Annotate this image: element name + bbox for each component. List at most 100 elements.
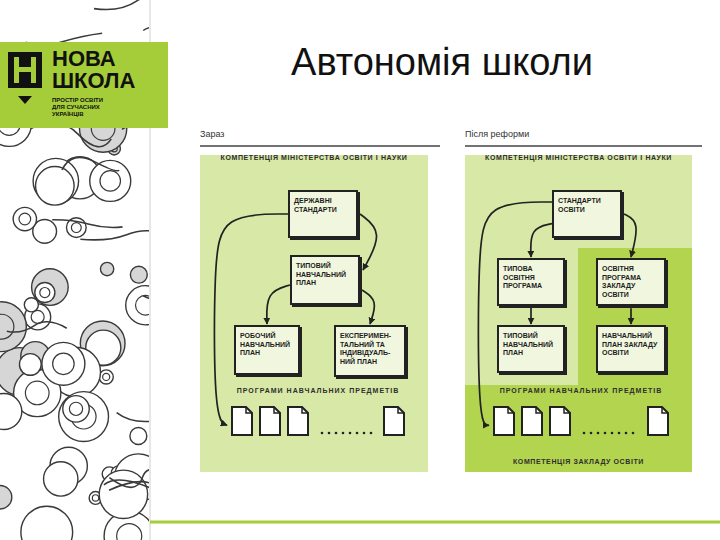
ellipsis-dot <box>349 432 352 435</box>
competence-label: КОМПЕТЕНЦІЯ ЗАКЛАДУ ОСВІТИ <box>513 458 644 465</box>
document-box: ТИПОВИЙ НАВЧАЛЬНИЙ ПЛАН <box>497 325 565 373</box>
ellipsis-dot <box>604 432 607 435</box>
footer-line <box>150 521 720 524</box>
box-label: ЕКСПЕРИМЕН-ТАЛЬНИЙ ТА ІНДИВІДУАЛЬ-НИЙ ПЛ… <box>340 332 400 366</box>
doodle-circle <box>0 393 22 429</box>
box-label: РОБОЧИЙ НАВЧАЛЬНИЙ ПЛАН <box>240 332 294 358</box>
document-icon <box>494 407 514 435</box>
ellipsis-dot <box>321 432 324 435</box>
ellipsis-dot <box>335 432 338 435</box>
document-box: ДЕРЖАВНІ СТАНДАРТИ <box>288 190 358 238</box>
doodle-circle <box>100 171 121 192</box>
doodle-circle <box>13 207 36 230</box>
flow-arrow <box>531 224 552 257</box>
flow-arrow <box>362 290 374 324</box>
doodle-circle <box>25 381 49 405</box>
document-box: РОБОЧИЙ НАВЧАЛЬНИЙ ПЛАН <box>234 325 300 375</box>
flow-arrow <box>530 308 532 324</box>
doodle-circle <box>59 392 109 442</box>
doodle-circle <box>35 282 55 302</box>
doodle-circle <box>44 462 78 496</box>
document-icons <box>228 385 408 447</box>
competence-label: КОМПЕТЕНЦІЯ МІНІСТЕРСТВА ОСВІТИ І НАУКИ <box>465 154 692 161</box>
doodle-illustration <box>0 0 149 540</box>
doodle-curve <box>117 413 149 422</box>
panel-heading: Після реформи <box>465 128 692 140</box>
ellipsis-dot <box>611 432 614 435</box>
document-icon <box>232 407 252 435</box>
doodle-circle <box>0 302 26 352</box>
document-box: ТИПОВА ОСВІТНЯ ПРОГРАМА <box>497 258 565 306</box>
doodle-circle <box>21 506 73 540</box>
ellipsis-dot <box>597 432 600 435</box>
doodle-curve <box>52 220 122 228</box>
doodle-circle <box>103 373 110 380</box>
document-icon <box>522 407 542 435</box>
competence-label: КОМПЕТЕНЦІЯ МІНІСТЕРСТВА ОСВІТИ І НАУКИ <box>200 154 428 161</box>
doodle-circle <box>69 402 82 415</box>
document-icon <box>384 407 404 435</box>
logo-mark <box>0 42 50 128</box>
ellipsis-dot <box>370 432 373 435</box>
flow-arrow <box>624 214 636 257</box>
document-box: НАВЧАЛЬНИЙ ПЛАН ЗАКЛАДУ ОСВІТИ <box>596 325 666 373</box>
doodle-circle <box>126 286 149 325</box>
ellipsis-dot <box>583 432 586 435</box>
doodle-circle <box>92 495 98 501</box>
doodle-curve <box>109 482 149 493</box>
doodle-circle <box>71 223 81 233</box>
flow-arrow <box>630 308 632 324</box>
document-icon <box>550 407 570 435</box>
ellipsis-dot <box>632 432 635 435</box>
subject-programs: ПРОГРАМИ НАВЧАЛЬНИХ ПРЕДМЕТІВ <box>490 385 672 447</box>
doodle-circle <box>19 354 41 376</box>
flow-arrow <box>267 285 290 324</box>
document-icon <box>260 407 280 435</box>
programs-label: ПРОГРАМИ НАВЧАЛЬНИХ ПРЕДМЕТІВ <box>228 387 408 394</box>
flow-arrow <box>214 214 288 425</box>
logo-badge: НОВА ШКОЛА ПРОСТІР ОСВІТИ ДЛЯ СУЧАСНИХ УК… <box>0 42 168 128</box>
logo-tagline: ПРОСТІР ОСВІТИ ДЛЯ СУЧАСНИХ УКРАЇНЦІВ <box>52 97 116 118</box>
region-fill <box>465 248 692 472</box>
doodle-circle <box>117 524 142 540</box>
flow-arrow <box>360 214 377 270</box>
doodle-circle <box>90 160 131 201</box>
ellipsis-dot <box>618 432 621 435</box>
ellipsis-dot <box>363 432 366 435</box>
document-box: ТИПОВИЙ НАВЧАЛЬНИЙ ПЛАН <box>290 255 360 305</box>
logo-name: НОВА ШКОЛА <box>52 48 164 92</box>
document-icon <box>648 407 668 435</box>
doodle-circle <box>99 470 147 518</box>
doodle-circle <box>24 298 38 312</box>
doodle-circle <box>130 428 147 445</box>
subject-programs: ПРОГРАМИ НАВЧАЛЬНИХ ПРЕДМЕТІВ <box>228 385 408 447</box>
doodle-curve <box>7 322 67 332</box>
ellipsis-dot <box>356 432 359 435</box>
heading-rule <box>200 145 440 147</box>
ellipsis-dot <box>342 432 345 435</box>
document-box: ОСВІТНЯ ПРОГРАМА ЗАКЛАДУ ОСВІТИ <box>596 258 666 306</box>
doodle-curve <box>94 0 149 10</box>
document-icons <box>490 385 672 447</box>
box-label: ДЕРЖАВНІ СТАНДАРТИ <box>294 197 352 214</box>
doodle-circle <box>0 485 12 509</box>
doodle-curve <box>62 157 119 170</box>
box-label: ОСВІТНЯ ПРОГРАМА ЗАКЛАДУ ОСВІТИ <box>602 265 660 299</box>
doodle-circle <box>0 314 14 339</box>
doodle-circle <box>130 266 147 283</box>
slide-title: Автономія школи <box>200 40 684 84</box>
box-label: НАВЧАЛЬНИЙ ПЛАН ЗАКЛАДУ ОСВІТИ <box>602 332 660 358</box>
box-label: ТИПОВА ОСВІТНЯ ПРОГРАМА <box>503 265 559 291</box>
doodle-circle <box>32 269 69 306</box>
programs-label: ПРОГРАМИ НАВЧАЛЬНИХ ПРЕДМЕТІВ <box>490 387 672 394</box>
competence-panel: Після реформиКОМПЕТЕНЦІЯ МІНІСТЕРСТВА ОС… <box>465 155 692 472</box>
ellipsis-dot <box>328 432 331 435</box>
competence-panel: ЗаразКОМПЕТЕНЦІЯ МІНІСТЕРСТВА ОСВІТИ І Н… <box>200 155 428 472</box>
doodle-curve <box>104 480 149 495</box>
document-icon <box>288 407 308 435</box>
doodle-curve <box>80 231 149 240</box>
doodle-circle <box>42 342 85 385</box>
doodle-circle <box>63 396 89 422</box>
ellipsis-dot <box>590 432 593 435</box>
